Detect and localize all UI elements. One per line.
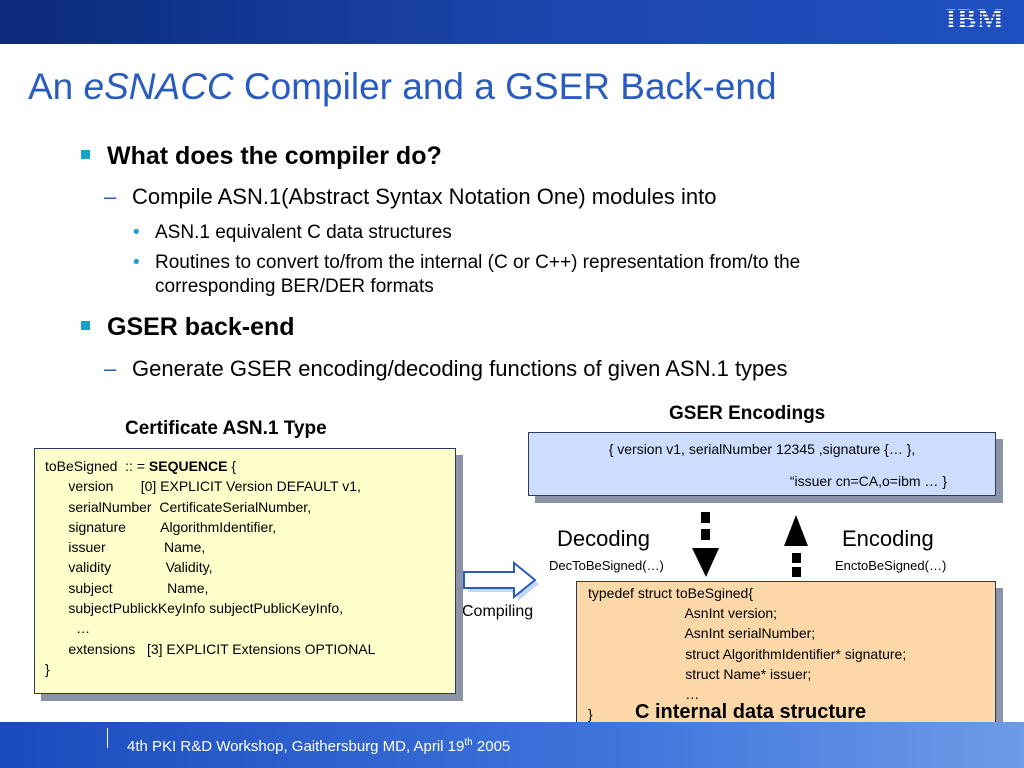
gser-encoding-box: { version v1, serialNumber 12345 ,signat… [528, 432, 996, 496]
c-line: AsnInt serialNumber; [588, 625, 816, 642]
asn-line: validity Validity, [45, 559, 213, 576]
asn-line: … [45, 620, 91, 637]
asn-line: extensions [3] EXPLICIT Extensions OPTIO… [45, 640, 376, 657]
sub-bullet-compile: –Compile ASN.1(Abstract Syntax Notation … [104, 184, 717, 209]
c-line: struct Name* issuer; [588, 665, 812, 682]
top-banner: IBM [0, 0, 1024, 44]
encoding-arrow-icon [784, 515, 808, 577]
bullet-gser: GSER back-end [81, 313, 295, 342]
gser-line-1: { version v1, serialNumber 12345 ,signat… [608, 441, 916, 457]
asn-line: serialNumber CertificateSerialNumber, [45, 498, 312, 515]
gser-label: GSER Encodings [669, 403, 826, 424]
sub-sub-bullet-routines-cont: corresponding BER/DER formats [155, 276, 434, 297]
footer-divider [107, 728, 108, 748]
footer-bar: 4th PKI R&D Workshop, Gaithersburg MD, A… [0, 722, 1024, 768]
asn-line: subjectPublickKeyInfo subjectPublicKeyIn… [45, 600, 344, 617]
encoding-function: EnctoBeSigned(…) [835, 558, 947, 573]
encoding-label: Encoding [842, 526, 934, 551]
asn-line: subject Name, [45, 579, 209, 596]
asn-line: } [45, 660, 50, 677]
c-line: … [588, 686, 700, 703]
title-emphasis: eSNACC [83, 66, 234, 107]
asn-line: toBeSigned :: = SEQUENCE { [45, 458, 237, 474]
dot-bullet-icon: • [133, 252, 140, 273]
asn-line: issuer Name, [45, 539, 206, 556]
dot-bullet-icon: • [133, 222, 140, 243]
c-line: } [588, 706, 593, 723]
square-bullet-icon [81, 150, 90, 159]
dash-bullet-icon: – [104, 356, 117, 381]
dash-bullet-icon: – [104, 184, 117, 209]
square-bullet-icon [81, 321, 90, 330]
decoding-label: Decoding [557, 526, 650, 551]
decoding-function: DecToBeSigned(…) [549, 558, 664, 573]
cert-label: Certificate ASN.1 Type [125, 418, 327, 439]
bullet-compiler: What does the compiler do? [81, 142, 442, 171]
asn-type-box: toBeSigned :: = SEQUENCE { version [0] E… [34, 448, 456, 694]
sub-sub-bullet-routines: •Routines to convert to/from the interna… [133, 252, 801, 273]
compiling-label: Compiling [462, 603, 534, 620]
asn-line: version [0] EXPLICIT Version DEFAULT v1, [45, 478, 361, 495]
sub-sub-bullet-structures: •ASN.1 equivalent C data structures [133, 222, 452, 243]
sub-bullet-generate: –Generate GSER encoding/decoding functio… [104, 356, 788, 381]
gser-line-2: “issuer cn=CA,o=ibm … } [789, 473, 947, 489]
c-line: AsnInt version; [588, 605, 778, 622]
c-struct-caption: C internal data structure [635, 701, 867, 723]
asn-line: signature AlgorithmIdentifier, [45, 518, 277, 535]
ibm-logo: IBM [940, 4, 1010, 35]
footer-text: 4th PKI R&D Workshop, Gaithersburg MD, A… [127, 737, 511, 755]
compiling-arrow-icon [463, 560, 539, 601]
c-struct-box: typedef struct toBeSgined{ AsnInt versio… [576, 581, 996, 727]
decoding-arrow-icon [692, 512, 719, 577]
c-line: typedef struct toBeSgined{ [588, 585, 753, 601]
c-line: struct AlgorithmIdentifier* signature; [588, 645, 907, 662]
slide-title: An eSNACC Compiler and a GSER Back-end [28, 66, 777, 107]
